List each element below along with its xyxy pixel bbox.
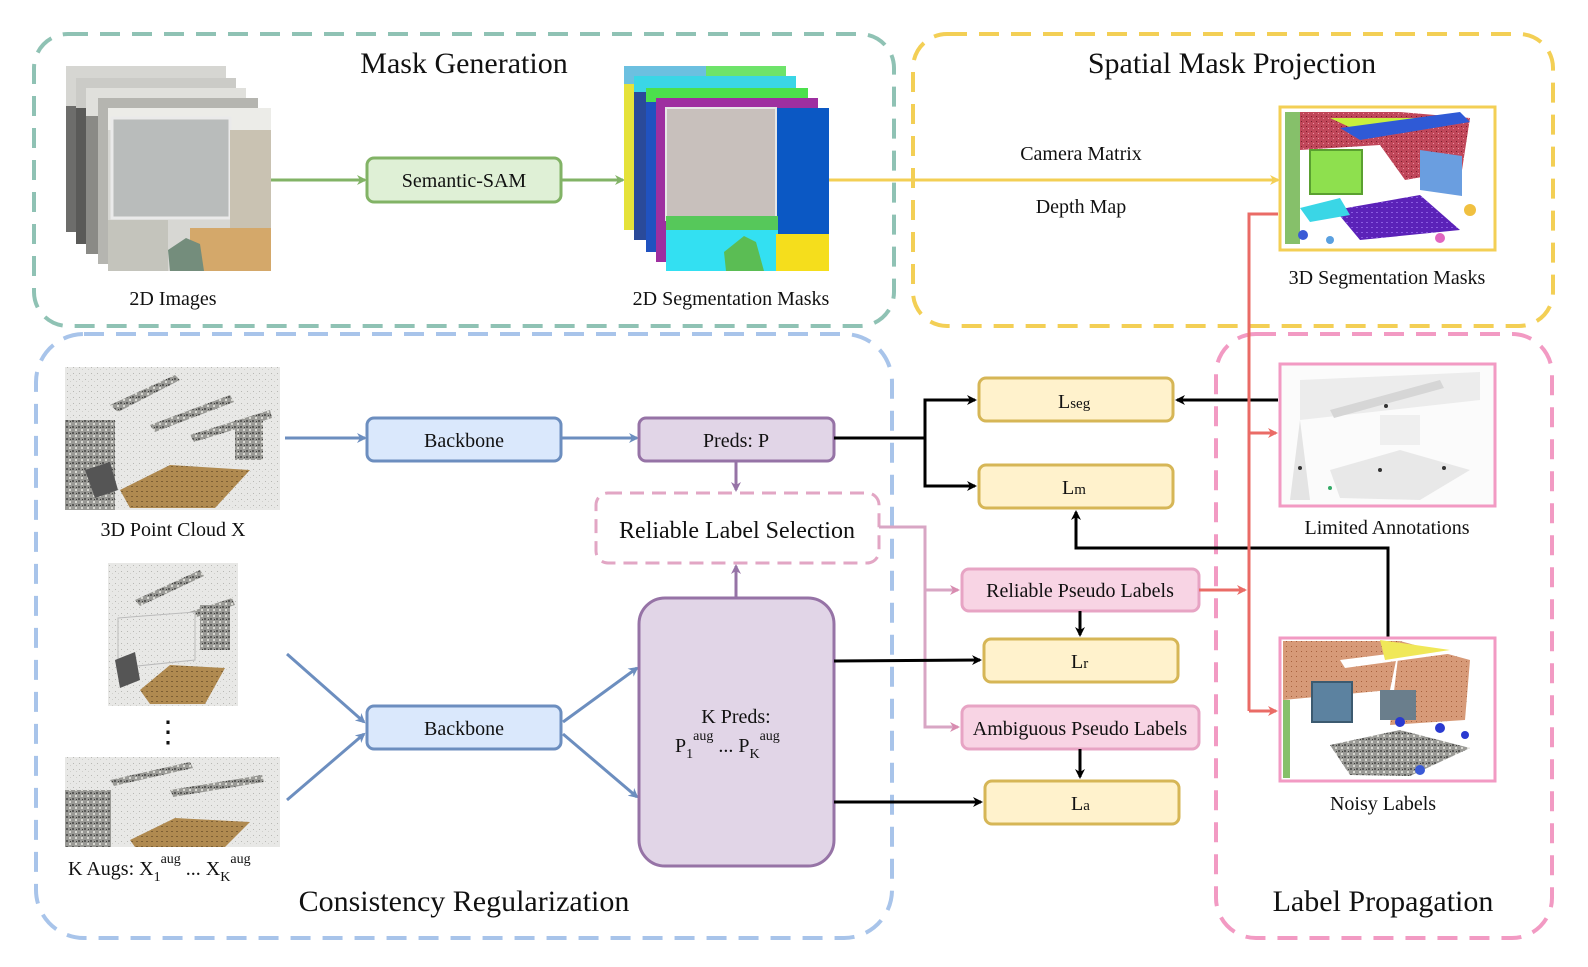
camera-matrix-label: Camera Matrix <box>1020 143 1142 165</box>
loss-m-box <box>977 463 1175 510</box>
depth-map-label: Depth Map <box>1036 196 1127 218</box>
arrow-kpreds-to-lr <box>833 655 982 666</box>
point-cloud-caption: 3D Point Cloud X <box>100 519 246 541</box>
label-propagation-title: Label Propagation <box>1273 885 1494 918</box>
limited-annotations-image <box>1278 362 1497 508</box>
limited-annotations-caption: Limited Annotations <box>1305 517 1470 539</box>
arrow-3dmasks-down <box>1247 212 1278 711</box>
loss-seg-label: Lseg <box>1058 391 1091 413</box>
loss-seg-box <box>977 376 1175 423</box>
k-preds-label-line1: K Preds: <box>701 706 770 728</box>
loss-a-label: La <box>1071 793 1090 815</box>
arrow-preds-to-lm <box>923 438 977 491</box>
backbone-top-label: Backbone <box>424 430 504 452</box>
arrow-noisy-to-lm <box>1071 510 1390 638</box>
consistency-title: Consistency Regularization <box>299 885 630 918</box>
backbone-bottom-label: Backbone <box>424 718 504 740</box>
loss-m-label: Lm <box>1062 477 1086 499</box>
3d-seg-masks-image <box>1278 105 1497 252</box>
loss-r-box <box>982 637 1180 684</box>
label-propagation-frame <box>1214 332 1554 940</box>
reliable-selection-box <box>594 491 881 565</box>
backbone-bottom-box <box>365 704 563 751</box>
ambiguous-pseudo-label: Ambiguous Pseudo Labels <box>973 718 1188 740</box>
arrow-aug1-to-backbone <box>286 652 366 724</box>
noisy-labels-caption: Noisy Labels <box>1330 793 1436 815</box>
2d-images-caption: 2D Images <box>129 288 216 310</box>
mask-generation-title: Mask Generation <box>360 47 567 80</box>
noisy-labels-image <box>1278 636 1497 783</box>
3d-seg-masks-caption: 3D Segmentation Masks <box>1289 267 1486 289</box>
k-preds-box <box>637 596 836 868</box>
2d-seg-masks-stack <box>624 66 829 271</box>
reliable-pseudo-label: Reliable Pseudo Labels <box>986 580 1174 602</box>
loss-r-label: Lr <box>1071 651 1088 673</box>
aug-image-k <box>65 757 280 847</box>
k-augs-caption: K Augs: X1aug ... XKaug <box>68 852 251 885</box>
arrow-augk-to-backbone <box>286 732 366 802</box>
arrow-preds-to-lseg <box>923 395 977 486</box>
arrow-backbone-to-kpreds-top <box>562 666 639 724</box>
k-preds-label-line2: P1aug ... PKaug <box>675 729 780 762</box>
vdots: ⋮ <box>153 716 183 749</box>
semantic-sam-label: Semantic-SAM <box>402 170 527 192</box>
2d-images-stack <box>66 66 271 271</box>
consistency-frame <box>34 332 894 940</box>
arrow-backbone-to-kpreds-bottom <box>562 732 639 799</box>
arrow-selection-to-pseudo <box>879 525 960 595</box>
spatial-projection-title: Spatial Mask Projection <box>1088 47 1376 80</box>
mask-generation-frame <box>32 32 896 328</box>
arrow-selection-to-ambiguous <box>923 590 960 732</box>
loss-a-box <box>983 779 1181 826</box>
preds-label: Preds: P <box>703 430 769 452</box>
2d-seg-masks-caption: 2D Segmentation Masks <box>633 288 830 310</box>
reliable-selection-label: Reliable Label Selection <box>619 518 855 544</box>
aug-image-1 <box>108 563 238 706</box>
point-cloud-image <box>65 367 280 510</box>
